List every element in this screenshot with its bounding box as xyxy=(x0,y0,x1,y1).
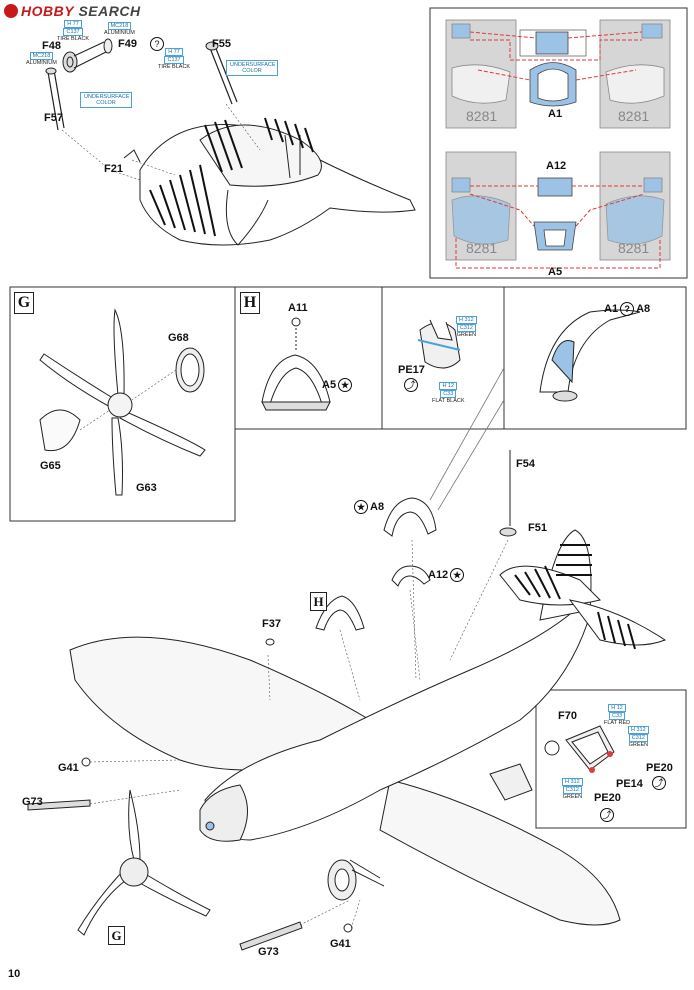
photo-etch-arrow-icon: ⤴ xyxy=(600,807,614,822)
propeller-drawing xyxy=(39,308,206,496)
part-label-a8-main: ★A8 xyxy=(352,500,384,514)
panel-letter-h: H xyxy=(240,292,260,314)
mask-panel-border xyxy=(429,7,688,279)
subassembly-ref-g: G xyxy=(108,926,125,945)
sheet-number: 8281 xyxy=(618,108,650,124)
callout-tire-black-1: H 77 C137 TIRE BLACK xyxy=(57,20,90,42)
tail-assembly-drawing xyxy=(139,124,416,246)
part-label-f49: F49 xyxy=(118,38,137,50)
part-label-f57: F57 xyxy=(44,112,63,124)
callout-undersurface-1: UNDERSURFACE COLOR xyxy=(226,60,278,76)
panel-a1-border xyxy=(503,286,687,430)
mask-sheet-a5 xyxy=(445,151,671,261)
sheet-number: 8281 xyxy=(466,108,498,124)
question-symbol: ? xyxy=(150,36,164,51)
mask-label-a1: A1 xyxy=(548,108,563,120)
tail-stripes xyxy=(149,117,314,237)
part-label-pe20: PE20 xyxy=(594,792,621,804)
inset-f70-border xyxy=(535,689,687,829)
part-label-g63: G63 xyxy=(136,482,157,494)
photo-etch-arrow-icon: ⤴ xyxy=(404,377,418,392)
part-label-pe20: PE20 xyxy=(646,762,673,774)
callout-undersurface-2: UNDERSURFACE COLOR xyxy=(80,92,132,108)
page-number: 10 xyxy=(8,968,21,980)
part-label-g68: G68 xyxy=(168,332,189,344)
part-label-a1-q-a8: A1?A8 xyxy=(604,302,651,316)
star-symbol: ★ xyxy=(450,568,465,582)
sheet-number: 8281 xyxy=(466,240,498,256)
canopy-a1-drawing xyxy=(539,309,641,402)
part-label-f55: F55 xyxy=(212,38,231,50)
part-label-f51: F51 xyxy=(528,522,547,534)
part-label-f21: F21 xyxy=(104,163,123,175)
part-label-g41: G41 xyxy=(330,938,351,950)
part-label-g65: G65 xyxy=(40,460,61,472)
mask-label-a5: A5 xyxy=(548,266,563,278)
photo-etch-arrow-icon: ⤴ xyxy=(652,775,666,790)
cockpit-frame-h-drawing xyxy=(261,317,331,411)
part-label-f54: F54 xyxy=(516,458,535,470)
leader-lines-top xyxy=(61,103,261,181)
star-symbol: ★ xyxy=(338,378,353,392)
callout-lines xyxy=(429,367,505,511)
callout-flat-red: H 12 C33 FLAT RED xyxy=(604,704,631,726)
part-label-a12-main: A12★ xyxy=(428,568,466,582)
hobby-search-watermark: HOBBY SEARCH xyxy=(4,3,141,19)
subassembly-ref-h: H xyxy=(310,592,327,611)
mask-label-a12: A12 xyxy=(546,160,567,172)
inset-f70-drawing xyxy=(489,725,615,801)
spitfire-main-drawing xyxy=(27,450,667,951)
part-label-a5: A5★ xyxy=(322,378,354,392)
part-label-f70: F70 xyxy=(558,710,577,722)
part-label-f37: F37 xyxy=(262,618,281,630)
seat-pe17-drawing xyxy=(417,319,461,369)
hobby-search-logo-icon xyxy=(4,4,18,18)
callout-tire-black-2: H 77 C137 TIRE BLACK xyxy=(158,48,191,70)
part-label-pe14: PE14 xyxy=(616,778,643,790)
wheel-parts-drawing xyxy=(45,38,238,163)
callout-aluminium-1: MC218 ALUMINIUM xyxy=(104,22,135,36)
part-label-g41: G41 xyxy=(58,762,79,774)
callout-green: H 312 C312 GREEN xyxy=(628,726,649,748)
part-label-g73: G73 xyxy=(258,946,279,958)
callout-green: H 312 C312 GREEN xyxy=(456,316,477,338)
part-label-g73: G73 xyxy=(22,796,43,808)
star-symbol: ★ xyxy=(354,500,368,514)
callout-flat-black: H 12 C33 FLAT BLACK xyxy=(432,382,465,404)
main-leader-lines xyxy=(89,539,509,933)
callout-green: H 312 C312 GREEN xyxy=(562,778,583,800)
part-label-f48: F48 xyxy=(42,40,61,52)
watermark-text: HOBBY SEARCH xyxy=(21,3,141,19)
sheet-number: 8281 xyxy=(618,240,650,256)
mask-sheet-a1 xyxy=(445,19,671,129)
main-tail-stripes xyxy=(514,544,636,650)
panel-letter-g: G xyxy=(14,292,34,314)
mask-red-leaders xyxy=(455,31,661,269)
part-label-a11: A11 xyxy=(288,302,308,314)
question-symbol: ? xyxy=(620,302,635,316)
part-label-pe17: PE17 xyxy=(398,364,425,376)
callout-aluminium-2: MC218 ALUMINIUM xyxy=(26,52,57,66)
